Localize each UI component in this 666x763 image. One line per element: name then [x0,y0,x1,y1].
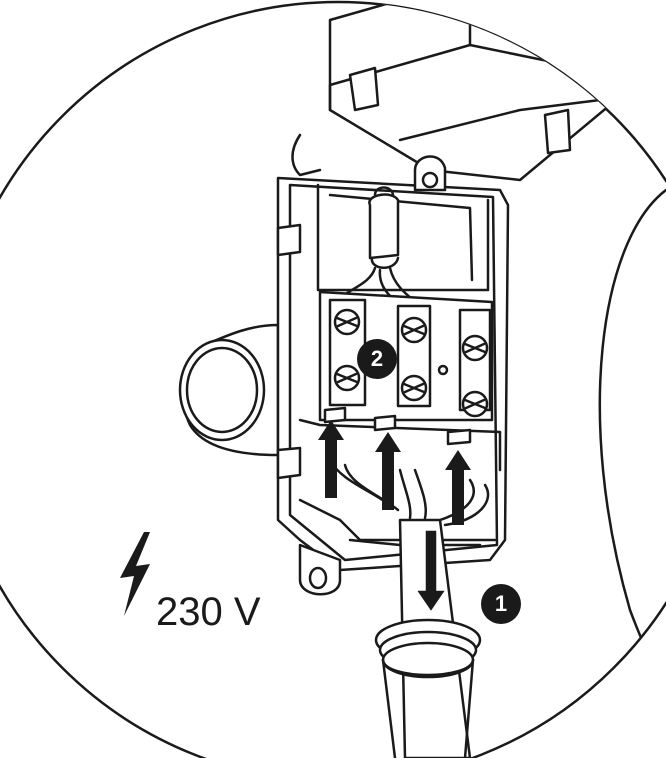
lightning-bolt-icon [120,532,150,616]
arrow-up-right-icon [445,450,471,525]
terminal-screws [333,308,489,418]
mounting-tab [178,323,280,457]
callout-1: 1 [481,584,521,624]
arrow-up-left-icon [318,420,344,498]
terminal-block [318,290,494,446]
cable-grommet [374,618,482,760]
direction-arrows [318,420,471,612]
callout-2: 2 [357,339,397,379]
arrow-down-icon [416,530,446,612]
voltage-label: 230 V [156,590,261,634]
arrow-up-middle-icon [375,432,401,510]
